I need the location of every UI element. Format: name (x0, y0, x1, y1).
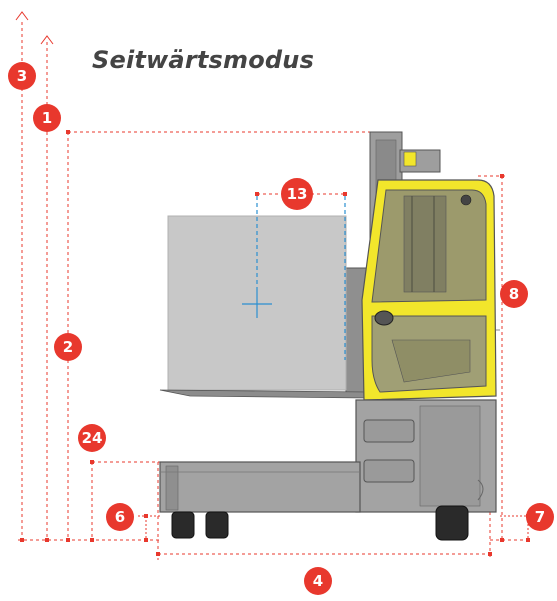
badge-1: 1 (33, 104, 61, 132)
badge-13: 13 (281, 178, 313, 210)
forklift (159, 131, 500, 541)
badge-24: 24 (78, 424, 106, 452)
badge-4: 4 (304, 567, 332, 595)
badge-8: 8 (500, 280, 528, 308)
badge-7: 7 (526, 503, 554, 531)
badge-2: 2 (54, 333, 82, 361)
load-center (242, 196, 346, 360)
page-title: Seitwärtsmodus (92, 46, 315, 74)
badge-6: 6 (106, 503, 134, 531)
badge-3: 3 (8, 62, 36, 90)
